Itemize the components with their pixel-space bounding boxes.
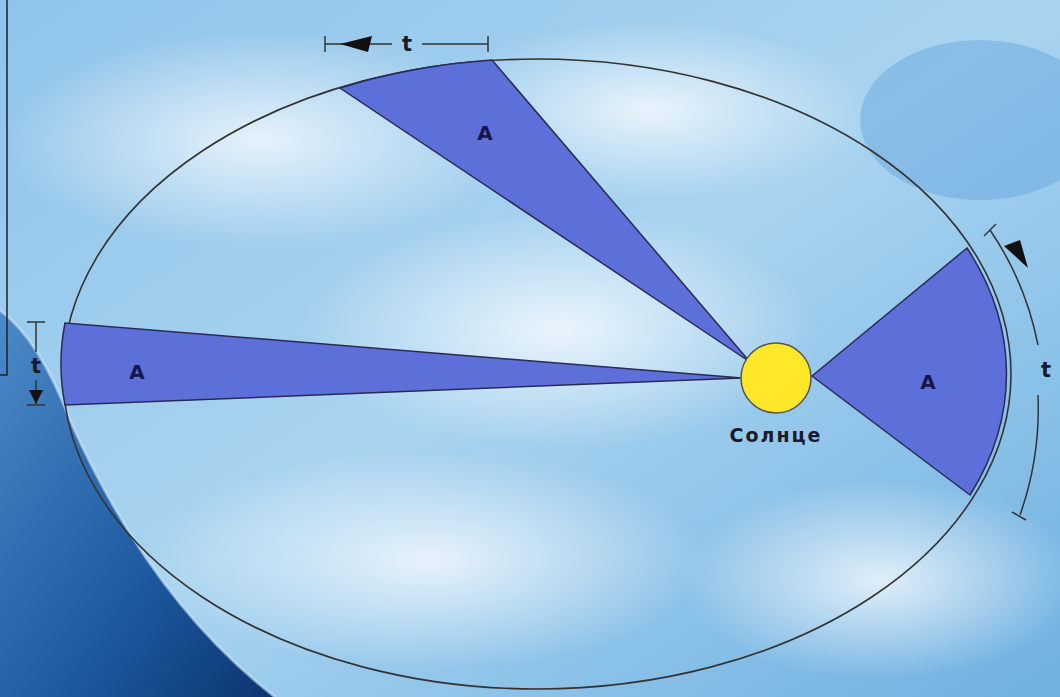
time-label: t bbox=[402, 32, 412, 56]
area-label: A bbox=[129, 360, 144, 384]
sun-circle: Солнце bbox=[716, 340, 836, 450]
area-label: A bbox=[477, 121, 492, 145]
area-sector-shape bbox=[805, 240, 1015, 502]
time-label: t bbox=[31, 354, 41, 378]
area-sector-shape bbox=[335, 55, 755, 367]
area-sector: A bbox=[60, 318, 745, 410]
area-sector-shape bbox=[60, 318, 745, 410]
area-sector: A bbox=[805, 240, 1015, 502]
area-label: A bbox=[920, 370, 935, 394]
sun-label: Солнце bbox=[716, 424, 836, 446]
time-label: t bbox=[1041, 358, 1051, 382]
area-sector: A bbox=[335, 55, 755, 367]
